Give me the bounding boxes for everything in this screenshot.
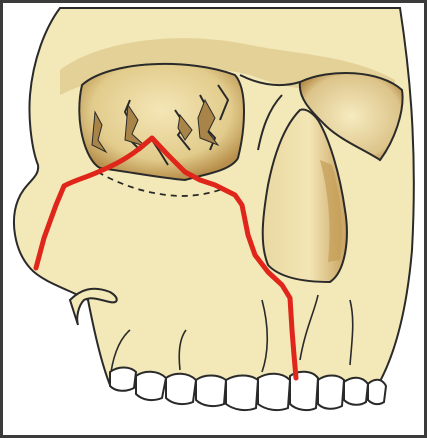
tooth bbox=[196, 376, 226, 407]
tooth bbox=[166, 374, 196, 404]
tooth bbox=[136, 372, 166, 400]
tooth bbox=[226, 376, 258, 411]
left-orbit bbox=[79, 64, 244, 180]
tooth bbox=[318, 376, 344, 409]
tooth bbox=[258, 374, 290, 410]
tooth bbox=[110, 368, 136, 391]
tooth bbox=[368, 380, 386, 404]
tooth bbox=[344, 378, 368, 405]
